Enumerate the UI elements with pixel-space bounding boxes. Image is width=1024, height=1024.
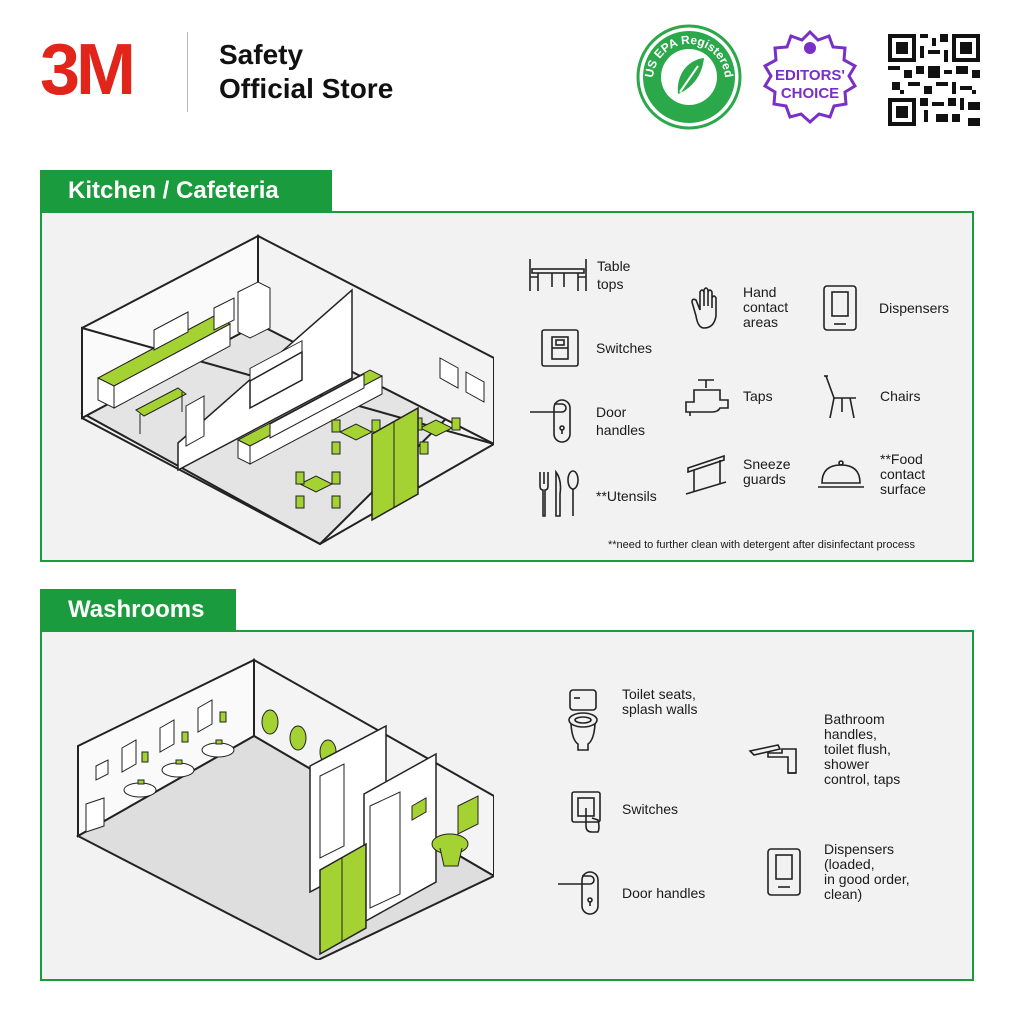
washroom-item-bathroom-handles: Bathroom handles, toilet flush, shower c…: [748, 712, 900, 787]
washroom-illustration: [74, 656, 497, 962]
kitchen-item-label: surface: [880, 481, 926, 497]
kitchen-item-chairs: Chairs: [820, 372, 920, 420]
kitchen-item-label: handles: [596, 421, 646, 438]
chair-icon: [824, 375, 856, 419]
washroom-item-switches: Switches: [570, 790, 678, 834]
table-icon: [529, 259, 587, 291]
kitchen-item-food-contact: **Food contact surface: [816, 452, 926, 497]
washrooms-section-title: Washrooms: [68, 596, 205, 623]
kitchen-item-label: contact: [743, 299, 789, 315]
kitchen-item-label: tops: [597, 275, 624, 292]
dispenser-icon: [823, 285, 857, 331]
kitchen-item-label: Chairs: [880, 387, 921, 404]
brand-logo: 3M: [40, 30, 136, 110]
kitchen-item-switches: Switches: [540, 328, 652, 368]
hand-icon: [691, 286, 717, 329]
kitchen-item-label: Taps: [743, 387, 773, 404]
washroom-item-label: Switches: [622, 800, 679, 817]
washroom-item-label: in good order,: [824, 871, 910, 887]
kitchen-item-label: areas: [743, 314, 779, 330]
kitchen-item-label: **Food: [880, 451, 923, 467]
kitchen-section-title: Kitchen / Cafeteria: [68, 177, 279, 204]
toilet-icon: [568, 689, 598, 751]
washroom-item-door-handles: Door handles: [556, 870, 705, 916]
kitchen-item-label: **Utensils: [596, 487, 657, 504]
washroom-item-label: splash walls: [622, 701, 698, 717]
washroom-item-label: (loaded,: [824, 856, 875, 872]
kitchen-item-label: Table: [597, 257, 631, 274]
washroom-item-label: control, taps: [824, 771, 901, 787]
washroom-item-label: Toilet seats,: [622, 686, 696, 702]
kitchen-item-taps: Taps: [684, 376, 773, 416]
dispenser-icon: [767, 848, 801, 896]
kitchen-section-tab: Kitchen / Cafeteria: [40, 170, 332, 212]
header-divider: [187, 32, 188, 112]
editors-badge-line2: CHOICE: [781, 85, 839, 102]
star-icon: [804, 42, 816, 54]
washrooms-section-tab: Washrooms: [40, 589, 236, 631]
switch-icon: [541, 329, 579, 367]
qr-code[interactable]: [888, 34, 980, 126]
washroom-item-label: toilet flush,: [824, 741, 891, 757]
kitchen-item-label: Door: [596, 403, 627, 420]
washroom-item-label: handles,: [824, 726, 877, 742]
kitchen-item-dispensers: Dispensers: [822, 284, 949, 332]
epa-badge: US EPA Registered: [636, 24, 742, 130]
kitchen-item-utensils: **Utensils: [536, 470, 657, 518]
kitchen-item-label: Hand: [743, 284, 777, 300]
door-handle-icon: [530, 399, 571, 443]
store-title-line1: Safety: [219, 39, 304, 70]
utensils-icon: [539, 470, 579, 517]
kitchen-item-label: Sneeze: [743, 456, 791, 472]
washroom-item-dispensers: Dispensers (loaded, in good order, clean…: [766, 842, 910, 902]
door-handle-icon: [558, 871, 599, 915]
washroom-item-label: clean): [824, 886, 863, 902]
washroom-item-toilet-seats: Toilet seats, splash walls: [566, 686, 698, 754]
editors-choice-badge: EDITORS' CHOICE: [760, 29, 860, 130]
kitchen-item-label: guards: [743, 471, 786, 487]
store-title-line2: Official Store: [219, 73, 394, 104]
kitchen-footnote: **need to further clean with detergent a…: [608, 539, 915, 551]
editors-badge-line1: EDITORS': [775, 67, 845, 84]
tap-icon: [685, 379, 729, 416]
kitchen-item-hand-contact: Hand contact areas: [688, 285, 788, 330]
washroom-item-label: shower: [824, 756, 870, 772]
cloche-icon: [818, 459, 864, 488]
kitchen-illustration: [74, 228, 497, 546]
kitchen-item-door-handles: Door handles: [528, 398, 645, 444]
store-title: Safety Official Store: [219, 38, 393, 106]
kitchen-item-table-tops: Table tops: [528, 257, 630, 293]
sneeze-guard-icon: [685, 454, 727, 495]
kitchen-item-sneeze-guards: Sneeze guards: [684, 448, 790, 496]
kitchen-item-label: Dispensers: [879, 299, 950, 316]
kitchen-item-label: Switches: [596, 339, 653, 356]
kitchen-item-label: contact: [880, 466, 926, 482]
washroom-item-label: Bathroom: [824, 711, 885, 727]
washroom-item-label: Dispensers: [824, 841, 895, 857]
faucet-icon: [748, 743, 797, 774]
washroom-item-label: Door handles: [622, 884, 706, 901]
switch-icon: [571, 791, 601, 833]
